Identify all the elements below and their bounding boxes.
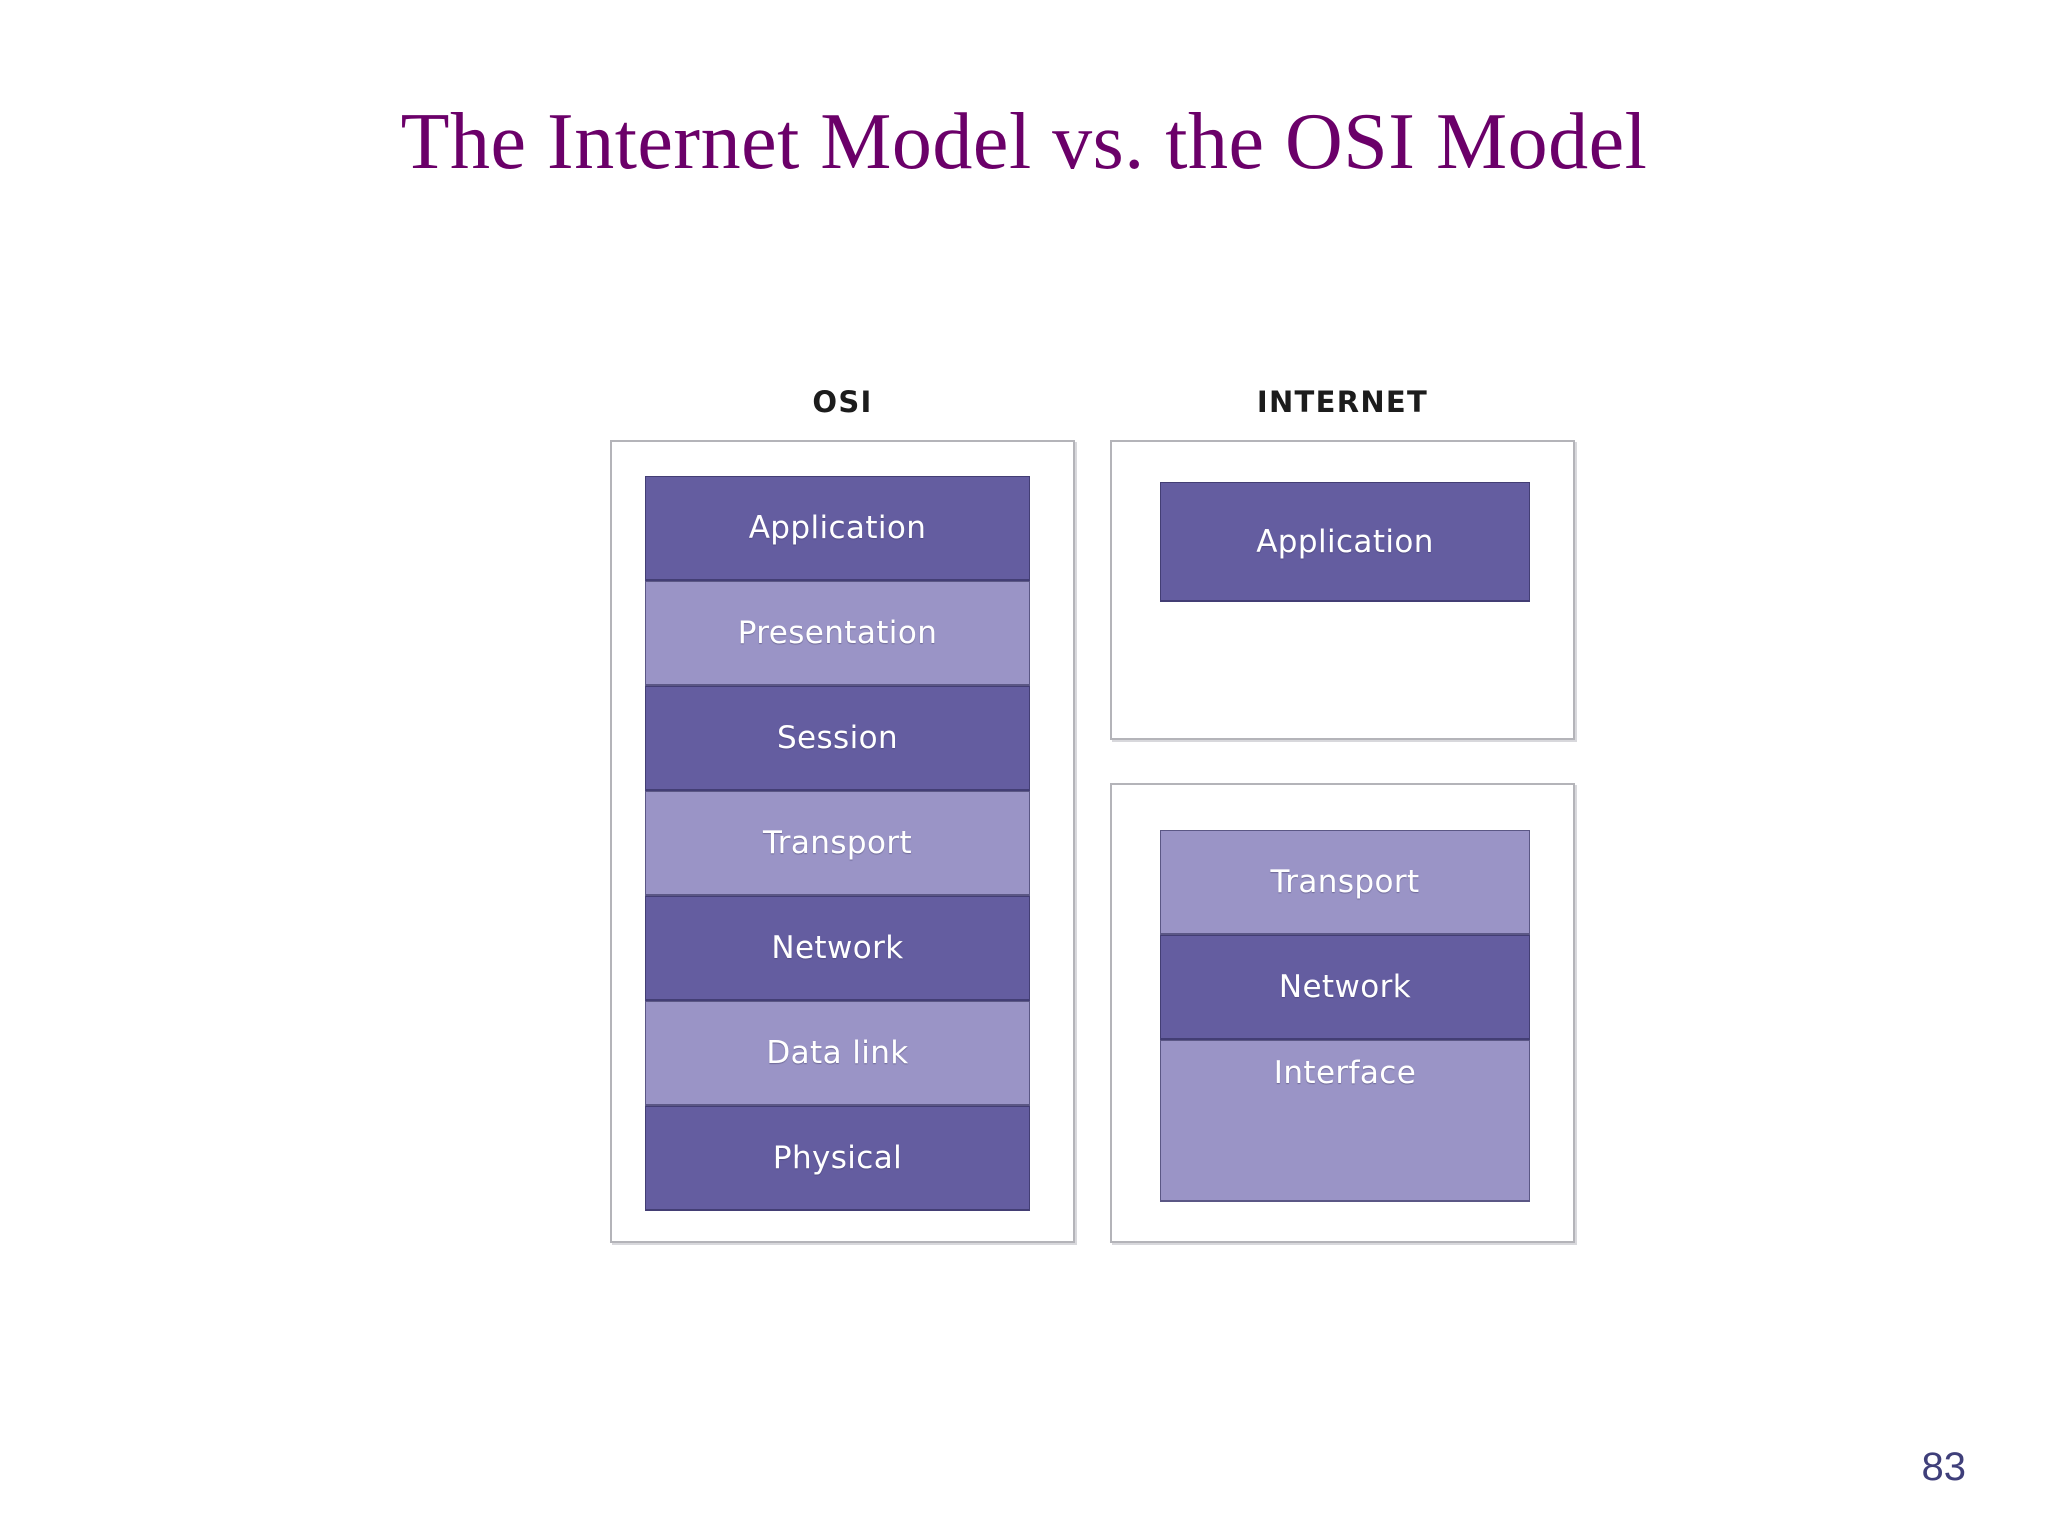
osi-layer-transport: Transport xyxy=(645,791,1030,896)
internet-lower-frame: Transport Network Interface xyxy=(1110,783,1575,1243)
osi-layer-network: Network xyxy=(645,896,1030,1001)
internet-layer-transport: Transport xyxy=(1160,830,1530,935)
osi-layer-physical: Physical xyxy=(645,1106,1030,1211)
osi-column-heading: OSI xyxy=(812,385,873,419)
internet-layer-network: Network xyxy=(1160,935,1530,1040)
osi-layer-application: Application xyxy=(645,476,1030,581)
page-number: 83 xyxy=(1921,1445,1967,1489)
internet-lower-stack: Transport Network Interface xyxy=(1160,830,1530,1202)
internet-application-frame: Application xyxy=(1110,440,1575,740)
internet-layer-interface: Interface xyxy=(1160,1040,1530,1202)
internet-application-stack: Application xyxy=(1160,482,1530,602)
page-title: The Internet Model vs. the OSI Model xyxy=(400,98,1648,186)
osi-model-frame: Application Presentation Session Transpo… xyxy=(610,440,1075,1243)
osi-layer-presentation: Presentation xyxy=(645,581,1030,686)
osi-vs-internet-diagram: OSI INTERNET Application Presentation Se… xyxy=(610,385,1610,1255)
internet-column-heading: INTERNET xyxy=(1256,385,1429,419)
osi-layer-data-link: Data link xyxy=(645,1001,1030,1106)
osi-layer-session: Session xyxy=(645,686,1030,791)
internet-layer-application: Application xyxy=(1160,482,1530,602)
osi-layer-stack: Application Presentation Session Transpo… xyxy=(645,476,1030,1211)
